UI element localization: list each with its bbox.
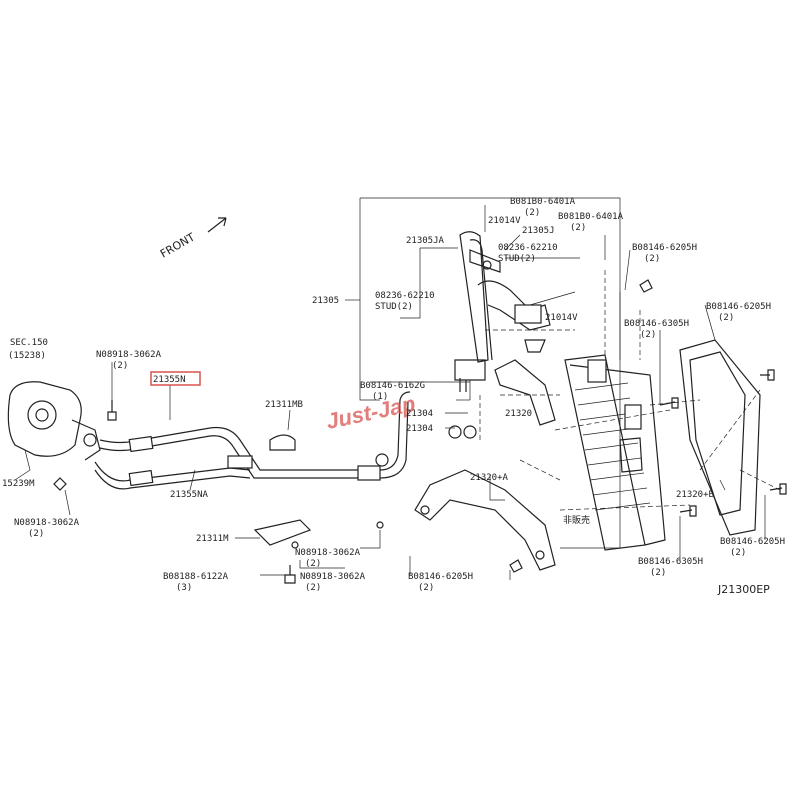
label-sec150-ref: (15238) (8, 351, 46, 361)
label-b-6305h-mid: B08146-6305H (624, 319, 689, 329)
label-21320: 21320 (505, 409, 532, 419)
label-non-sale: 非販売 (563, 514, 590, 526)
bolt-icon (509, 559, 523, 573)
label-21305: 21305 (312, 296, 339, 306)
nut-icon (376, 521, 384, 529)
label-b-6401a-1: B081B0-6401A (510, 197, 576, 207)
upper-pipe-assembly (454, 205, 606, 401)
label-b-6205h-bot: B08146-6205H (408, 572, 473, 582)
bolts (53, 279, 787, 584)
label-b-6305h-bot: B08146-6305H (638, 557, 703, 567)
washer-icon (448, 425, 462, 439)
label-21311m: 21311M (196, 534, 229, 544)
bolt-icon (760, 369, 775, 381)
label-n-3062a-mid2: N08918-3062A (300, 572, 366, 582)
label-b-6401a-1-qty: (2) (524, 208, 540, 218)
label-21304-2: 21304 (406, 424, 433, 434)
clamps (235, 409, 312, 546)
label-b-6205h-right-qty: (2) (718, 313, 734, 323)
label-21014v-2: 21014V (545, 313, 578, 323)
label-b-6162g-qty: (1) (372, 392, 388, 402)
label-b-6122a-qty: (3) (176, 583, 192, 593)
label-stud-a-sub: STUD(2) (498, 254, 536, 264)
label-21320b: 21320+B (676, 490, 714, 500)
label-b-6305h-mid-qty: (2) (640, 330, 656, 340)
label-b-6205h-top: B08146-6205H (632, 243, 697, 253)
label-21014v-1: 21014V (488, 216, 521, 226)
bolt-icon (107, 400, 117, 421)
oil-hoses (94, 391, 411, 490)
bolt-icon (639, 279, 653, 293)
label-stud-b: 08236-62210 (375, 291, 435, 301)
label-21305ja: 21305JA (406, 236, 445, 246)
bolt-icon (53, 477, 67, 491)
front-label: FRONT (158, 230, 197, 260)
label-sec150: SEC.150 (10, 338, 48, 348)
label-b-6205h-right: B08146-6205H (706, 302, 771, 312)
label-b-6205h-right2-qty: (2) (730, 548, 746, 558)
label-b-6205h-bot-qty: (2) (418, 583, 434, 593)
label-n-3062a-left: N08918-3062A (14, 518, 80, 528)
alignment-lines (479, 270, 781, 511)
bolt-icon (659, 397, 679, 409)
leader-lines (14, 234, 766, 580)
label-n-3062a-mid1-qty: (2) (305, 559, 321, 569)
label-n-3062a-top-qty: (2) (112, 361, 128, 371)
brackets (414, 359, 556, 571)
front-arrow-icon (207, 217, 227, 233)
bolt-icon (769, 483, 787, 495)
bolt-icon (679, 505, 697, 517)
label-b-6205h-top-qty: (2) (644, 254, 660, 264)
oil-cooler (564, 354, 666, 551)
label-n-3062a-mid1: N08918-3062A (295, 548, 361, 558)
labels: SEC.150 (15238) 15239M N08918-3062A (2) … (2, 197, 785, 596)
label-b-6401a-2: B081B0-6401A (558, 212, 624, 222)
label-n-3062a-mid2-qty: (2) (305, 583, 321, 593)
label-21355na: 21355NA (170, 490, 209, 500)
label-b-6305h-bot-qty: (2) (650, 568, 666, 578)
diagram-code: J21300EP (717, 583, 770, 596)
highlight-box (150, 371, 201, 386)
bolt-icon (284, 565, 296, 584)
label-n-3062a-top: N08918-3062A (96, 350, 162, 360)
transmission-housing (7, 381, 101, 461)
label-21320a: 21320+A (470, 473, 509, 483)
label-stud-b-sub: STUD(2) (375, 302, 413, 312)
label-21305j: 21305J (522, 226, 555, 236)
watermark: Just-Jap (324, 391, 418, 434)
label-stud-a: 08236-62210 (498, 243, 558, 253)
watermark-text: Just-Jap (324, 391, 418, 434)
label-15239m: 15239M (2, 479, 35, 489)
label-n-3062a-left-qty: (2) (28, 529, 44, 539)
label-21355n: 21355N (153, 375, 186, 385)
label-b-6162g: B08146-6162G (360, 381, 425, 391)
assembly-bracket (359, 197, 621, 549)
nut-icon (291, 541, 299, 549)
label-21304-1: 21304 (406, 409, 433, 419)
label-b-6122a: B08188-6122A (163, 572, 229, 582)
label-21311mb: 21311MB (265, 400, 303, 410)
label-b-6205h-right2: B08146-6205H (720, 537, 785, 547)
label-b-6401a-2-qty: (2) (570, 223, 586, 233)
washer-icon (463, 425, 477, 439)
front-arrow: FRONT (158, 217, 227, 261)
